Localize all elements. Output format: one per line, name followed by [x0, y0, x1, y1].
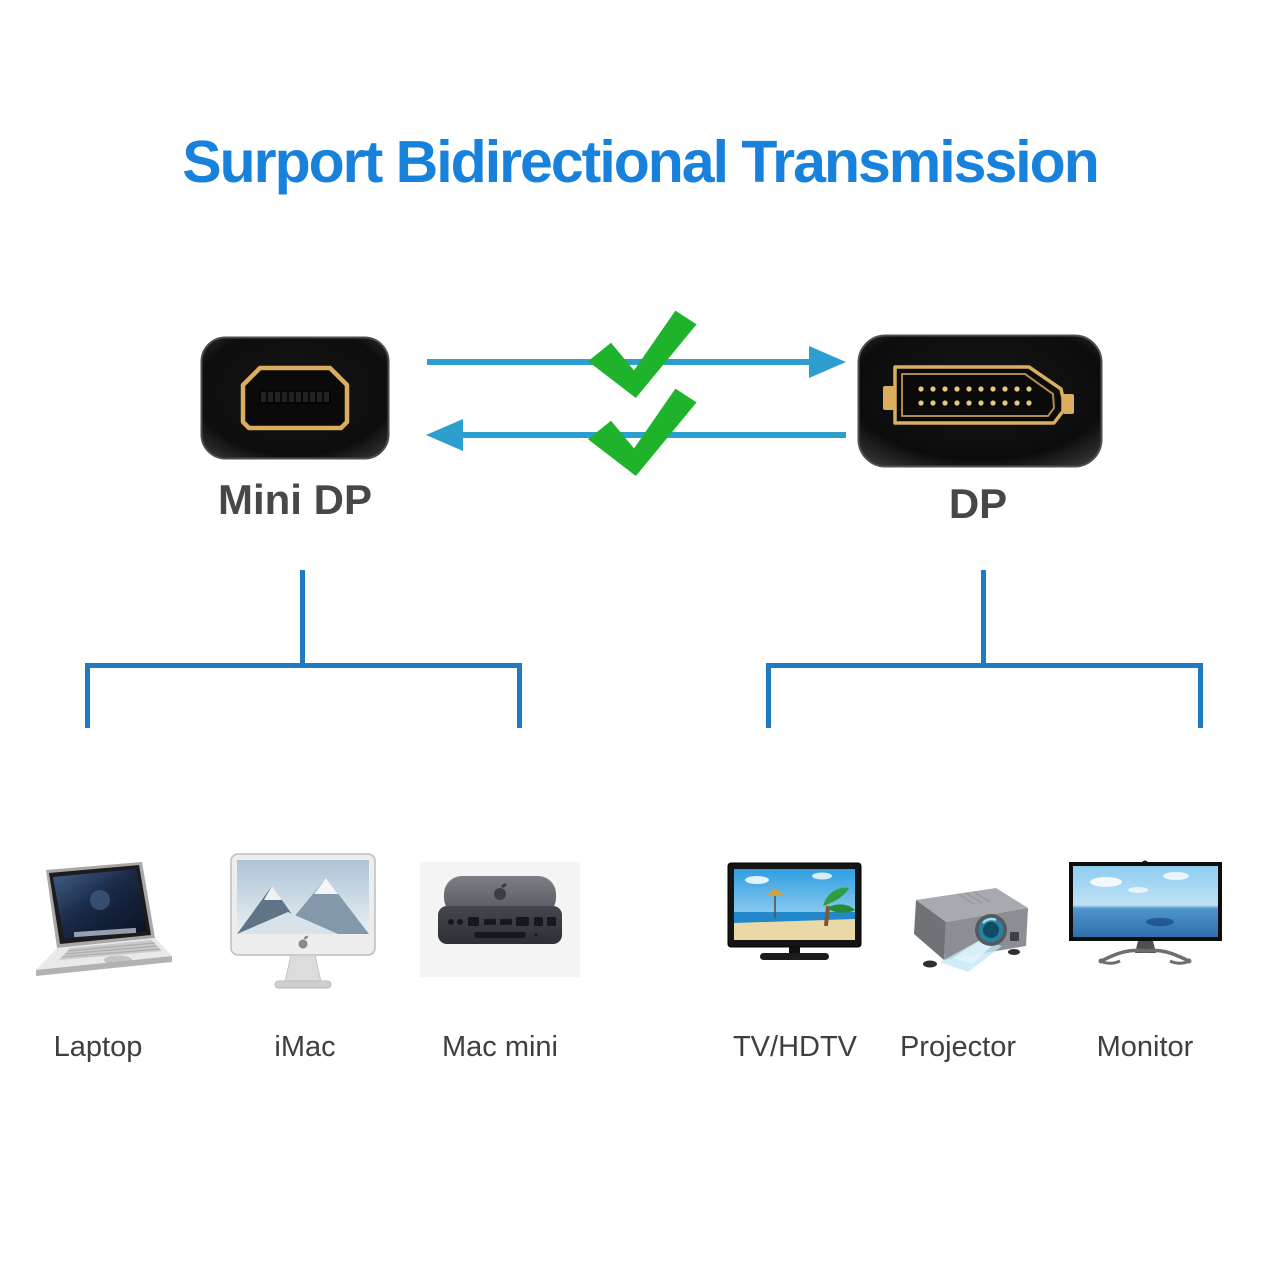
tv-label: TV/HDTV — [732, 1031, 858, 1063]
transmission-arrows — [425, 298, 847, 484]
monitor-label: Monitor — [1096, 1031, 1194, 1063]
laptop-image — [22, 858, 174, 990]
mini-dp-stem-line — [300, 570, 305, 664]
mini-dp-branch-line — [85, 663, 522, 728]
mac-mini-label: Mac mini — [441, 1031, 558, 1063]
dp-connector-image — [857, 334, 1103, 468]
dp-label: DP — [948, 480, 1008, 527]
projector-image — [888, 876, 1033, 973]
imac-label: iMac — [274, 1031, 336, 1063]
mini-dp-connector-image — [200, 336, 390, 460]
dp-branch-line — [766, 663, 1203, 728]
checkmark-icon — [588, 310, 697, 398]
mac-mini-image — [420, 862, 580, 977]
dp-stem-line — [981, 570, 986, 664]
projector-label: Projector — [899, 1031, 1017, 1063]
tv-image — [727, 862, 862, 969]
page-title: Surport Bidirectional Transmission — [182, 129, 1100, 195]
imac-image — [228, 852, 378, 997]
checkmark-icon — [588, 388, 697, 476]
monitor-image — [1068, 860, 1223, 967]
laptop-label: Laptop — [53, 1031, 143, 1063]
mini-dp-label: Mini DP — [218, 476, 372, 523]
